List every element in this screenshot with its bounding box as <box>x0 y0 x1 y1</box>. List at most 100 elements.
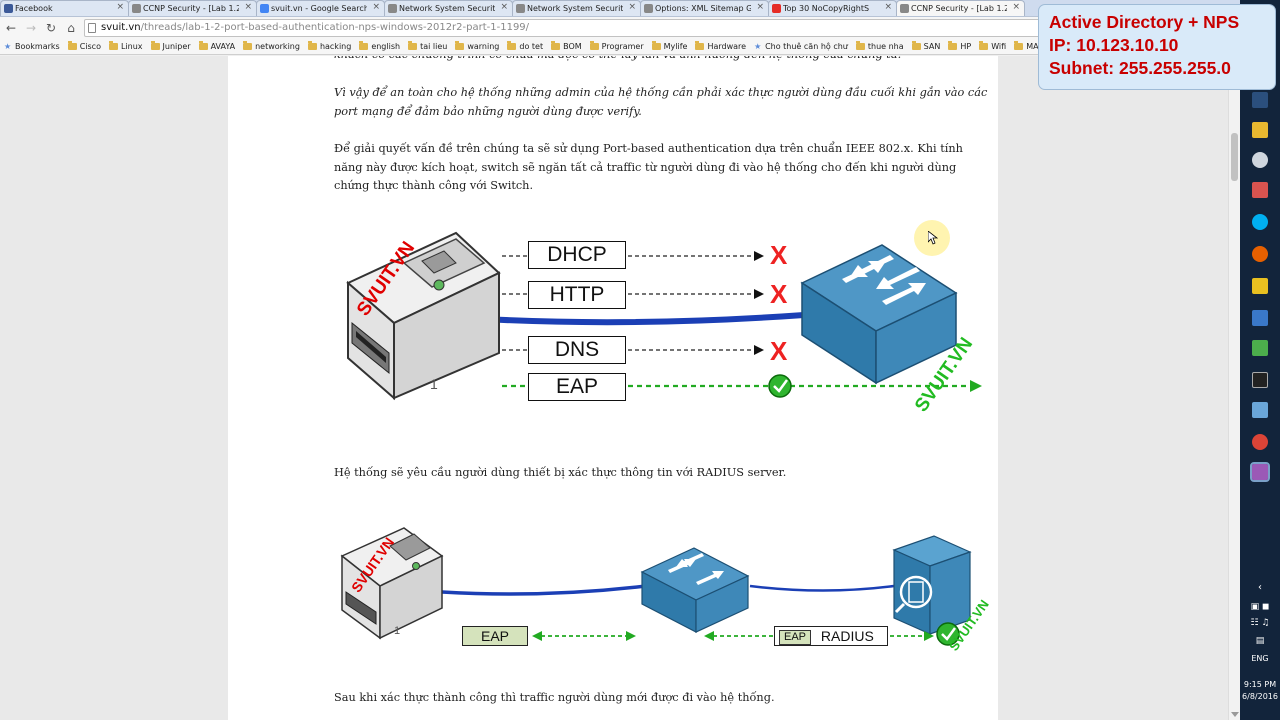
bookmark-item[interactable]: do tet <box>507 41 543 51</box>
scrollbar-thumb[interactable] <box>1231 133 1238 181</box>
browser-tab[interactable]: CCNP Security - [Lab 1.2]× <box>128 0 257 16</box>
radius-server-icon <box>892 535 972 635</box>
folder-icon <box>67 41 77 50</box>
tab-title: svuit.vn - Google Search <box>271 4 367 13</box>
facebook-icon <box>4 4 13 13</box>
browser-tab[interactable]: Network System Security × <box>384 0 513 16</box>
bookmark-item[interactable]: Juniper <box>150 41 191 51</box>
browser-tab[interactable]: Top 30 NoCopyRightS × <box>768 0 897 16</box>
page-icon <box>516 4 525 13</box>
browser-tab[interactable]: svuit.vn - Google Search × <box>256 0 385 16</box>
tray-chevron-icon[interactable]: ‹ <box>1258 582 1262 593</box>
diagram-radius-auth-svg: 1 <box>340 527 972 646</box>
taskbar-lock-icon[interactable] <box>1252 278 1268 294</box>
bookmark-item[interactable]: tai lieu <box>408 41 447 51</box>
bookmark-item[interactable]: warning <box>455 41 500 51</box>
taskbar-terminal-icon[interactable] <box>1252 372 1268 388</box>
bookmark-item[interactable]: Cisco <box>67 41 101 51</box>
tab-close-icon[interactable]: × <box>500 2 508 12</box>
bookmark-item[interactable]: Mylife <box>651 41 688 51</box>
bookmark-label: networking <box>255 42 300 51</box>
bookmark-item[interactable]: AVAYA <box>198 41 235 51</box>
tab-close-icon[interactable]: × <box>116 2 124 12</box>
bookmark-item[interactable]: HP <box>948 41 971 51</box>
home-button[interactable]: ⌂ <box>67 21 75 35</box>
paragraph-4: Sau khi xác thực thành công thì traffic … <box>334 691 775 704</box>
overlay-note: Active Directory + NPS IP: 10.123.10.10 … <box>1038 4 1276 90</box>
tab-title: Top 30 NoCopyRightS <box>783 4 870 13</box>
bookmark-item[interactable]: MAIL <box>1014 41 1045 51</box>
bookmark-item[interactable]: ★Bookmarks <box>4 42 60 51</box>
google-icon <box>260 4 269 13</box>
page-icon <box>132 4 141 13</box>
bookmark-item[interactable]: BOM <box>551 41 582 51</box>
paragraph-1: Vì vậy để an toàn cho hệ thống những adm… <box>334 86 988 118</box>
svg-text:1: 1 <box>430 376 438 392</box>
bookmark-label: warning <box>467 42 500 51</box>
browser-tab[interactable]: Network System Security× <box>512 0 641 16</box>
switch-icon <box>640 547 750 633</box>
taskbar-app-icon[interactable] <box>1252 182 1268 198</box>
language-indicator[interactable]: ENG <box>1251 654 1269 663</box>
taskbar-app-icon[interactable] <box>1250 462 1270 482</box>
bookmark-item[interactable]: english <box>359 41 400 51</box>
youtube-icon <box>772 4 781 13</box>
browser-tab-strip: Facebook×CCNP Security - [Lab 1.2]×svuit… <box>0 0 1240 17</box>
bookmark-item[interactable]: Programer <box>589 41 644 51</box>
back-button[interactable]: ← <box>5 21 17 35</box>
page-scrollbar[interactable] <box>1228 58 1240 720</box>
scroll-down-icon[interactable] <box>1231 712 1239 717</box>
browser-tab[interactable]: Options: XML Sitemap Ge× <box>640 0 769 16</box>
tab-title: Network System Security <box>399 4 495 13</box>
page-icon <box>900 4 909 13</box>
url-path: /threads/lab-1-2-port-based-authenticati… <box>140 22 530 33</box>
page-icon <box>644 4 653 13</box>
tray-network-icon[interactable]: ☷ ♫ <box>1250 618 1270 628</box>
bookmark-label: Programer <box>601 42 644 51</box>
folder-icon <box>651 41 661 50</box>
tab-close-icon[interactable]: × <box>372 2 380 12</box>
taskbar-app-icon[interactable] <box>1252 340 1268 356</box>
taskbar-app-icon[interactable] <box>1252 152 1268 168</box>
taskbar-firefox-icon[interactable] <box>1252 246 1268 262</box>
tab-close-icon[interactable]: × <box>884 2 892 12</box>
bookmark-item[interactable]: Wifi <box>979 41 1006 51</box>
tab-close-icon[interactable]: × <box>244 2 252 12</box>
bookmark-item[interactable]: Linux <box>108 41 143 51</box>
printer-icon: 1 <box>340 527 444 640</box>
taskbar-chrome-icon[interactable] <box>1252 434 1268 450</box>
notification-icon[interactable]: ▤ <box>1255 636 1265 646</box>
switch-icon <box>800 244 958 385</box>
address-bar[interactable]: svuit.vn/threads/lab-1-2-port-based-auth… <box>84 19 1204 37</box>
bookmark-item[interactable]: thue nha <box>855 41 904 51</box>
page-viewport: khách có các chương trình có chứa mã độc… <box>0 56 1240 720</box>
tab-close-icon[interactable]: × <box>756 2 764 12</box>
folder-icon <box>948 41 958 50</box>
browser-tab[interactable]: CCNP Security - [Lab 1.2]× <box>896 0 1025 16</box>
bookmark-item[interactable]: Hardware <box>695 41 746 51</box>
taskbar-app-icon[interactable] <box>1252 402 1268 418</box>
taskbar-skype-icon[interactable] <box>1252 214 1268 230</box>
bookmark-item[interactable]: networking <box>243 41 300 51</box>
clock-date[interactable]: 6/8/2016 <box>1242 692 1278 701</box>
bookmark-item[interactable]: hacking <box>307 41 351 51</box>
radius-label-box: EAP RADIUS <box>774 626 888 646</box>
tab-close-icon[interactable]: × <box>1012 2 1020 12</box>
taskbar-folder-icon[interactable] <box>1252 122 1268 138</box>
folder-icon <box>198 41 208 50</box>
taskbar-app-icon[interactable] <box>1252 310 1268 326</box>
bookmark-label: Mylife <box>663 42 688 51</box>
forward-button[interactable]: → <box>25 21 37 35</box>
clock-time[interactable]: 9:15 PM <box>1243 680 1277 689</box>
bookmark-item[interactable]: SAN <box>911 41 940 51</box>
folder-icon <box>507 41 517 50</box>
svg-text:1: 1 <box>394 625 400 637</box>
taskbar-app-icon[interactable] <box>1252 92 1268 108</box>
tab-close-icon[interactable]: × <box>628 2 636 12</box>
blocked-x-icon: X <box>770 279 788 309</box>
tray-icons[interactable]: ▣ ◼ <box>1250 602 1270 612</box>
bookmark-label: Linux <box>120 42 143 51</box>
browser-tab[interactable]: Facebook× <box>0 0 129 16</box>
bookmark-item[interactable]: ★Cho thuê căn hộ chư <box>754 42 848 51</box>
reload-button[interactable]: ↻ <box>45 21 57 35</box>
